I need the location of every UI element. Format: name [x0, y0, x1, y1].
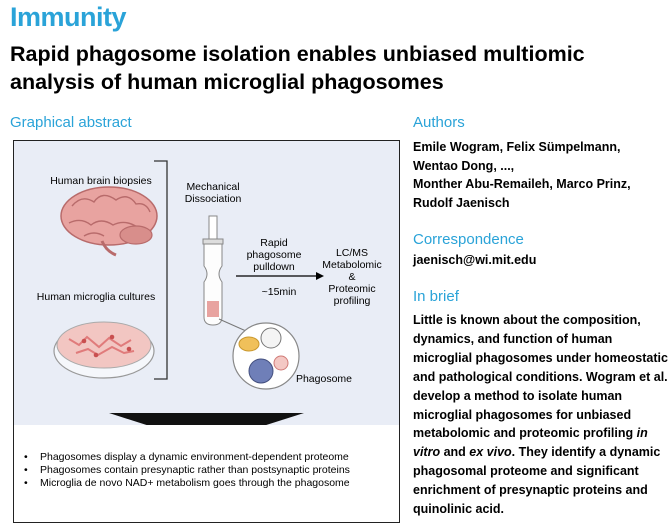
- brief-italic-1: in vitro: [413, 426, 648, 460]
- author-line: Wentao Dong, ...,: [413, 158, 515, 173]
- syringe-icon: [202, 215, 224, 326]
- authors-list: Emile Wogram, Felix Sümpelmann, Wentao D…: [413, 138, 631, 212]
- author-line: Emile Wogram, Felix Sümpelmann,: [413, 140, 621, 154]
- in-brief-text: Little is known about the composition, d…: [413, 311, 668, 519]
- graphical-abstract-figure: [53, 160, 324, 444]
- brain-icon: [60, 186, 158, 257]
- author-line: Rudolf Jaenisch: [413, 195, 510, 210]
- graphical-abstract-panel: Human brain biopsies Human microglia cul…: [13, 140, 400, 523]
- brief-text-3: . They identify a dynamic phagosomal pro…: [413, 445, 661, 517]
- proteomic-label: Proteomic profiling: [328, 283, 376, 307]
- correspondence-heading: Correspondence: [413, 231, 524, 248]
- brief-text-2: and: [440, 445, 470, 460]
- highlight-item: Microglia de novo NAD+ metabolism goes t…: [22, 477, 394, 490]
- phagosome-zoom-icon: [232, 322, 300, 390]
- in-brief-heading: In brief: [413, 288, 459, 305]
- author-line: Monther Abu-Remaileh, Marco Prinz,: [413, 177, 631, 191]
- cultures-label: Human microglia cultures: [36, 291, 156, 303]
- article-title: Rapid phagosome isolation enables unbias…: [10, 42, 585, 94]
- dissociation-label: Mechanical Dissociation: [184, 181, 242, 205]
- ampersand-label: &: [348, 271, 356, 283]
- correspondence-email[interactable]: jaenisch@wi.mit.edu: [413, 253, 537, 267]
- metabolomic-label: Metabolomic: [322, 259, 382, 271]
- highlight-item: Phagosomes display a dynamic environment…: [22, 451, 394, 464]
- brief-text-1: Little is known about the composition, d…: [413, 313, 668, 441]
- brief-italic-2: ex vivo: [469, 445, 512, 460]
- source-bracket: [154, 160, 168, 380]
- authors-heading: Authors: [413, 114, 465, 131]
- highlights-list: Phagosomes display a dynamic environment…: [22, 451, 394, 490]
- brain-label: Human brain biopsies: [50, 175, 152, 187]
- highlight-item: Phagosomes contain presynaptic rather th…: [22, 464, 394, 477]
- journal-name: Immunity: [10, 2, 127, 32]
- phagosome-label: Phagosome: [295, 373, 353, 385]
- petri-dish-icon: [53, 321, 155, 379]
- graphical-abstract-heading: Graphical abstract: [10, 114, 132, 131]
- pulldown-label: Rapid phagosome pulldown: [246, 237, 302, 273]
- time-label: ~15min: [261, 286, 297, 298]
- lcms-label: LC/MS: [335, 247, 369, 259]
